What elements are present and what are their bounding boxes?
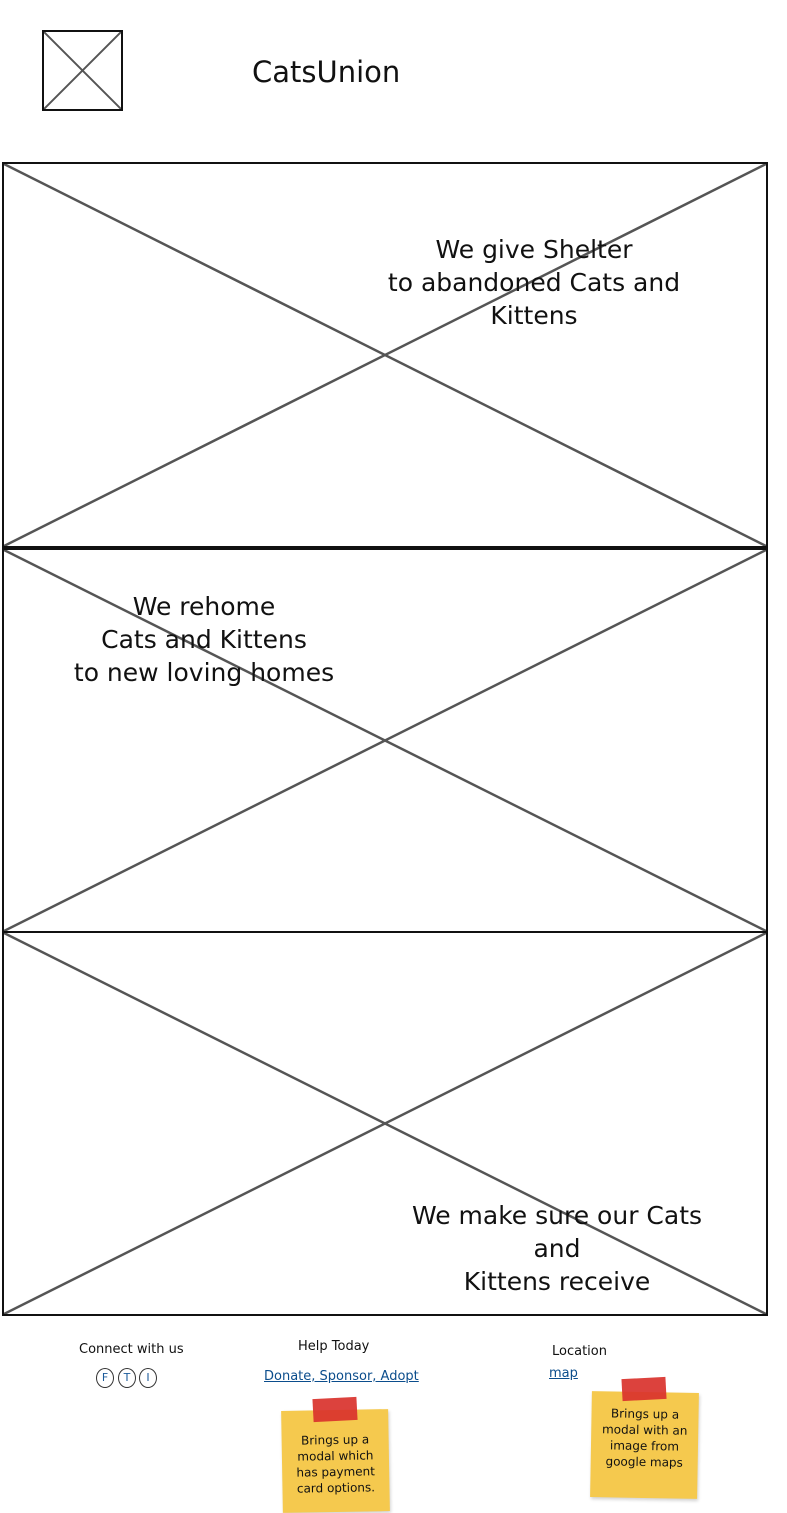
- instagram-icon[interactable]: I: [139, 1368, 157, 1388]
- connect-heading: Connect with us: [79, 1342, 184, 1357]
- brand-title: CatsUnion: [252, 55, 401, 89]
- image-placeholder-icon: [4, 550, 766, 931]
- image-placeholder-icon: [4, 933, 766, 1314]
- sticky-note-payment: Brings up a modal which has payment card…: [281, 1409, 390, 1513]
- hero-image-rehome: [2, 548, 768, 933]
- help-heading: Help Today: [298, 1339, 370, 1354]
- hero-caption-shelter: We give Shelter to abandoned Cats and Ki…: [387, 235, 681, 330]
- donate-sponsor-adopt-link[interactable]: Donate, Sponsor, Adopt: [264, 1369, 419, 1384]
- tape-decoration: [312, 1396, 358, 1423]
- hero-caption-rehome: We rehome Cats and Kittens to new loving…: [73, 592, 335, 687]
- sticky-note-map: Brings up a modal with an image from goo…: [590, 1391, 699, 1499]
- image-placeholder-icon: [44, 32, 121, 109]
- facebook-icon[interactable]: F: [96, 1368, 114, 1388]
- hero-image-shelter: [2, 162, 768, 548]
- image-placeholder-icon: [4, 164, 766, 546]
- logo-placeholder[interactable]: [42, 30, 123, 111]
- tape-decoration: [621, 1376, 667, 1402]
- hero-image-care: [2, 931, 768, 1316]
- twitter-icon[interactable]: T: [118, 1368, 136, 1388]
- map-link[interactable]: map: [549, 1366, 578, 1381]
- location-heading: Location: [552, 1344, 607, 1359]
- hero-caption-care: We make sure our Cats and Kittens receiv…: [411, 1201, 703, 1296]
